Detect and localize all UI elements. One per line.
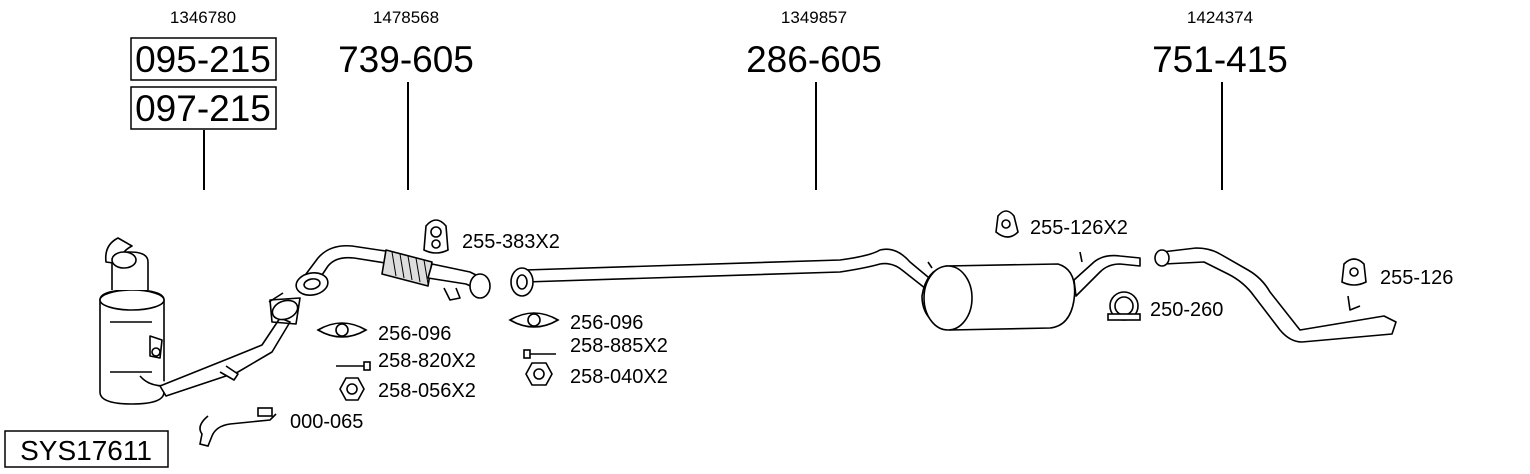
oem-number-front-pipe: 1478568 <box>373 8 439 27</box>
part-box-1[interactable] <box>130 37 277 81</box>
part-number-front-2[interactable]: 097-215 <box>135 88 271 129</box>
system-id: SYS17611 <box>20 435 152 466</box>
oem-number-rear: 1424374 <box>1187 8 1253 27</box>
rubber-mount-icon-c[interactable] <box>1341 258 1367 286</box>
label-nut-b[interactable]: 258-040X2 <box>570 366 668 388</box>
clamp-icon[interactable] <box>1107 291 1141 321</box>
bolt-icon-a[interactable] <box>336 361 371 371</box>
label-sensor[interactable]: 000-065 <box>290 411 363 433</box>
label-rubber-mount-a[interactable]: 255-383X2 <box>462 231 560 253</box>
section-front-pipe: 1478568 739-605 <box>338 8 474 190</box>
gasket-icon-b[interactable] <box>508 312 560 328</box>
nut-icon-b[interactable] <box>525 362 553 386</box>
part-number-middle[interactable]: 286-605 <box>746 39 882 80</box>
section-rear: 1424374 751-415 <box>1152 8 1288 190</box>
label-bolt-b[interactable]: 258-885X2 <box>570 335 668 357</box>
part-number-rear[interactable]: 751-415 <box>1152 39 1288 80</box>
label-gasket-a[interactable]: 256-096 <box>378 323 451 345</box>
oem-number-front: 1346780 <box>170 8 236 27</box>
nut-icon-a[interactable] <box>339 377 365 401</box>
part-box-2[interactable] <box>130 86 277 130</box>
rear-pipe-illustration[interactable] <box>1154 247 1397 343</box>
rubber-mount-icon-b[interactable] <box>995 210 1019 238</box>
part-number-front-pipe[interactable]: 739-605 <box>338 39 474 80</box>
label-gasket-b[interactable]: 256-096 <box>570 312 643 334</box>
dpf-outlet-pipe-illustration[interactable] <box>159 292 301 397</box>
dpf-converter-illustration[interactable] <box>99 237 177 405</box>
section-middle: 1349857 286-605 <box>746 8 882 190</box>
label-rubber-mount-b[interactable]: 255-126X2 <box>1030 217 1128 239</box>
label-rubber-mount-c[interactable]: 255-126 <box>1380 267 1453 289</box>
bolt-icon-b[interactable] <box>523 349 556 359</box>
front-pipe-illustration[interactable] <box>294 244 491 301</box>
label-nut-a[interactable]: 258-056X2 <box>378 380 476 402</box>
label-bolt-a[interactable]: 258-820X2 <box>378 350 476 372</box>
silencer-illustration[interactable] <box>921 251 1141 331</box>
label-clamp[interactable]: 250-260 <box>1150 299 1223 321</box>
middle-pipe-illustration[interactable] <box>510 248 947 301</box>
section-front: 1346780 095-215 097-215 <box>130 8 277 190</box>
rubber-mount-icon-a[interactable] <box>423 219 449 254</box>
sensor-icon[interactable] <box>199 407 277 447</box>
gasket-icon-a[interactable] <box>316 322 368 338</box>
system-id-box <box>4 430 169 468</box>
part-number-front-1[interactable]: 095-215 <box>135 39 271 80</box>
oem-number-middle: 1349857 <box>781 8 847 27</box>
